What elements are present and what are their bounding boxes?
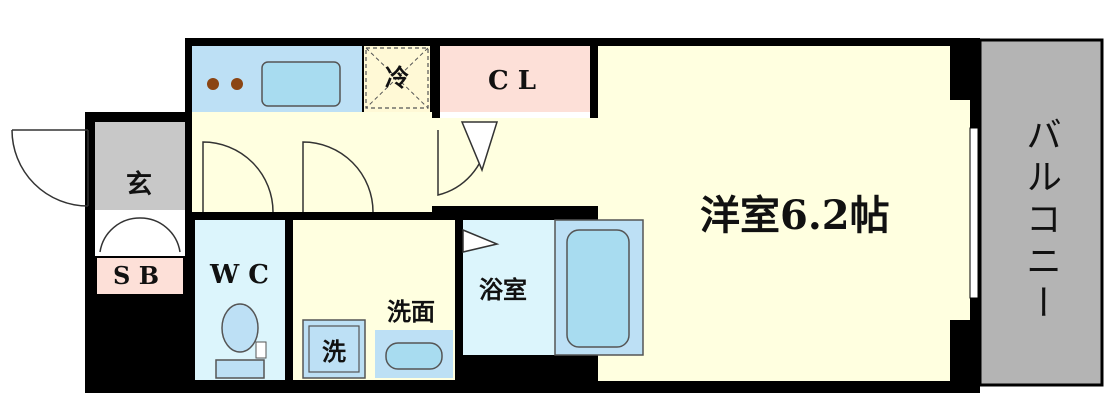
hallway-door-2-icon [302,141,374,213]
toilet-tank-icon [215,359,265,379]
fridge-label: 冷 [385,63,409,92]
shoe-box-label: S B [113,261,159,290]
balcony-label: バルコニー [1020,116,1061,326]
entrance-door-icon [11,129,89,207]
closet-door-icon [460,121,499,173]
shoebox-door-icon [99,217,181,253]
vanity-basin-icon [385,342,443,370]
fridge-space [364,46,430,112]
western-room-right-strip [950,100,970,320]
closet-floor [440,46,590,112]
wc-floor [195,220,285,380]
bathtub-basin-icon [566,229,630,348]
sink-icon [261,61,341,107]
bathroom-label: 浴室 [479,275,527,304]
western-room-lower [650,205,950,381]
stove-burner-right-icon [231,78,243,90]
bathroom-door-icon [462,228,500,253]
western-room-label: 洋室6.2帖 [700,192,890,239]
washer-label: 洗 [322,337,346,366]
entrance-label: 玄 [126,170,153,200]
shoe-box [97,258,183,294]
hallway-floor [192,112,432,212]
corridor-floor [432,118,650,206]
entrance-floor [95,122,185,210]
stove-burner-left-icon [207,78,219,90]
washroom-label: 洗面 [387,297,435,326]
toilet-bowl-icon [221,303,259,353]
wc-label: W C [210,260,269,290]
closet-label: C L [488,66,537,96]
washer-space [302,319,366,379]
balcony [978,38,1104,387]
hallway-door-1-icon [202,141,274,213]
